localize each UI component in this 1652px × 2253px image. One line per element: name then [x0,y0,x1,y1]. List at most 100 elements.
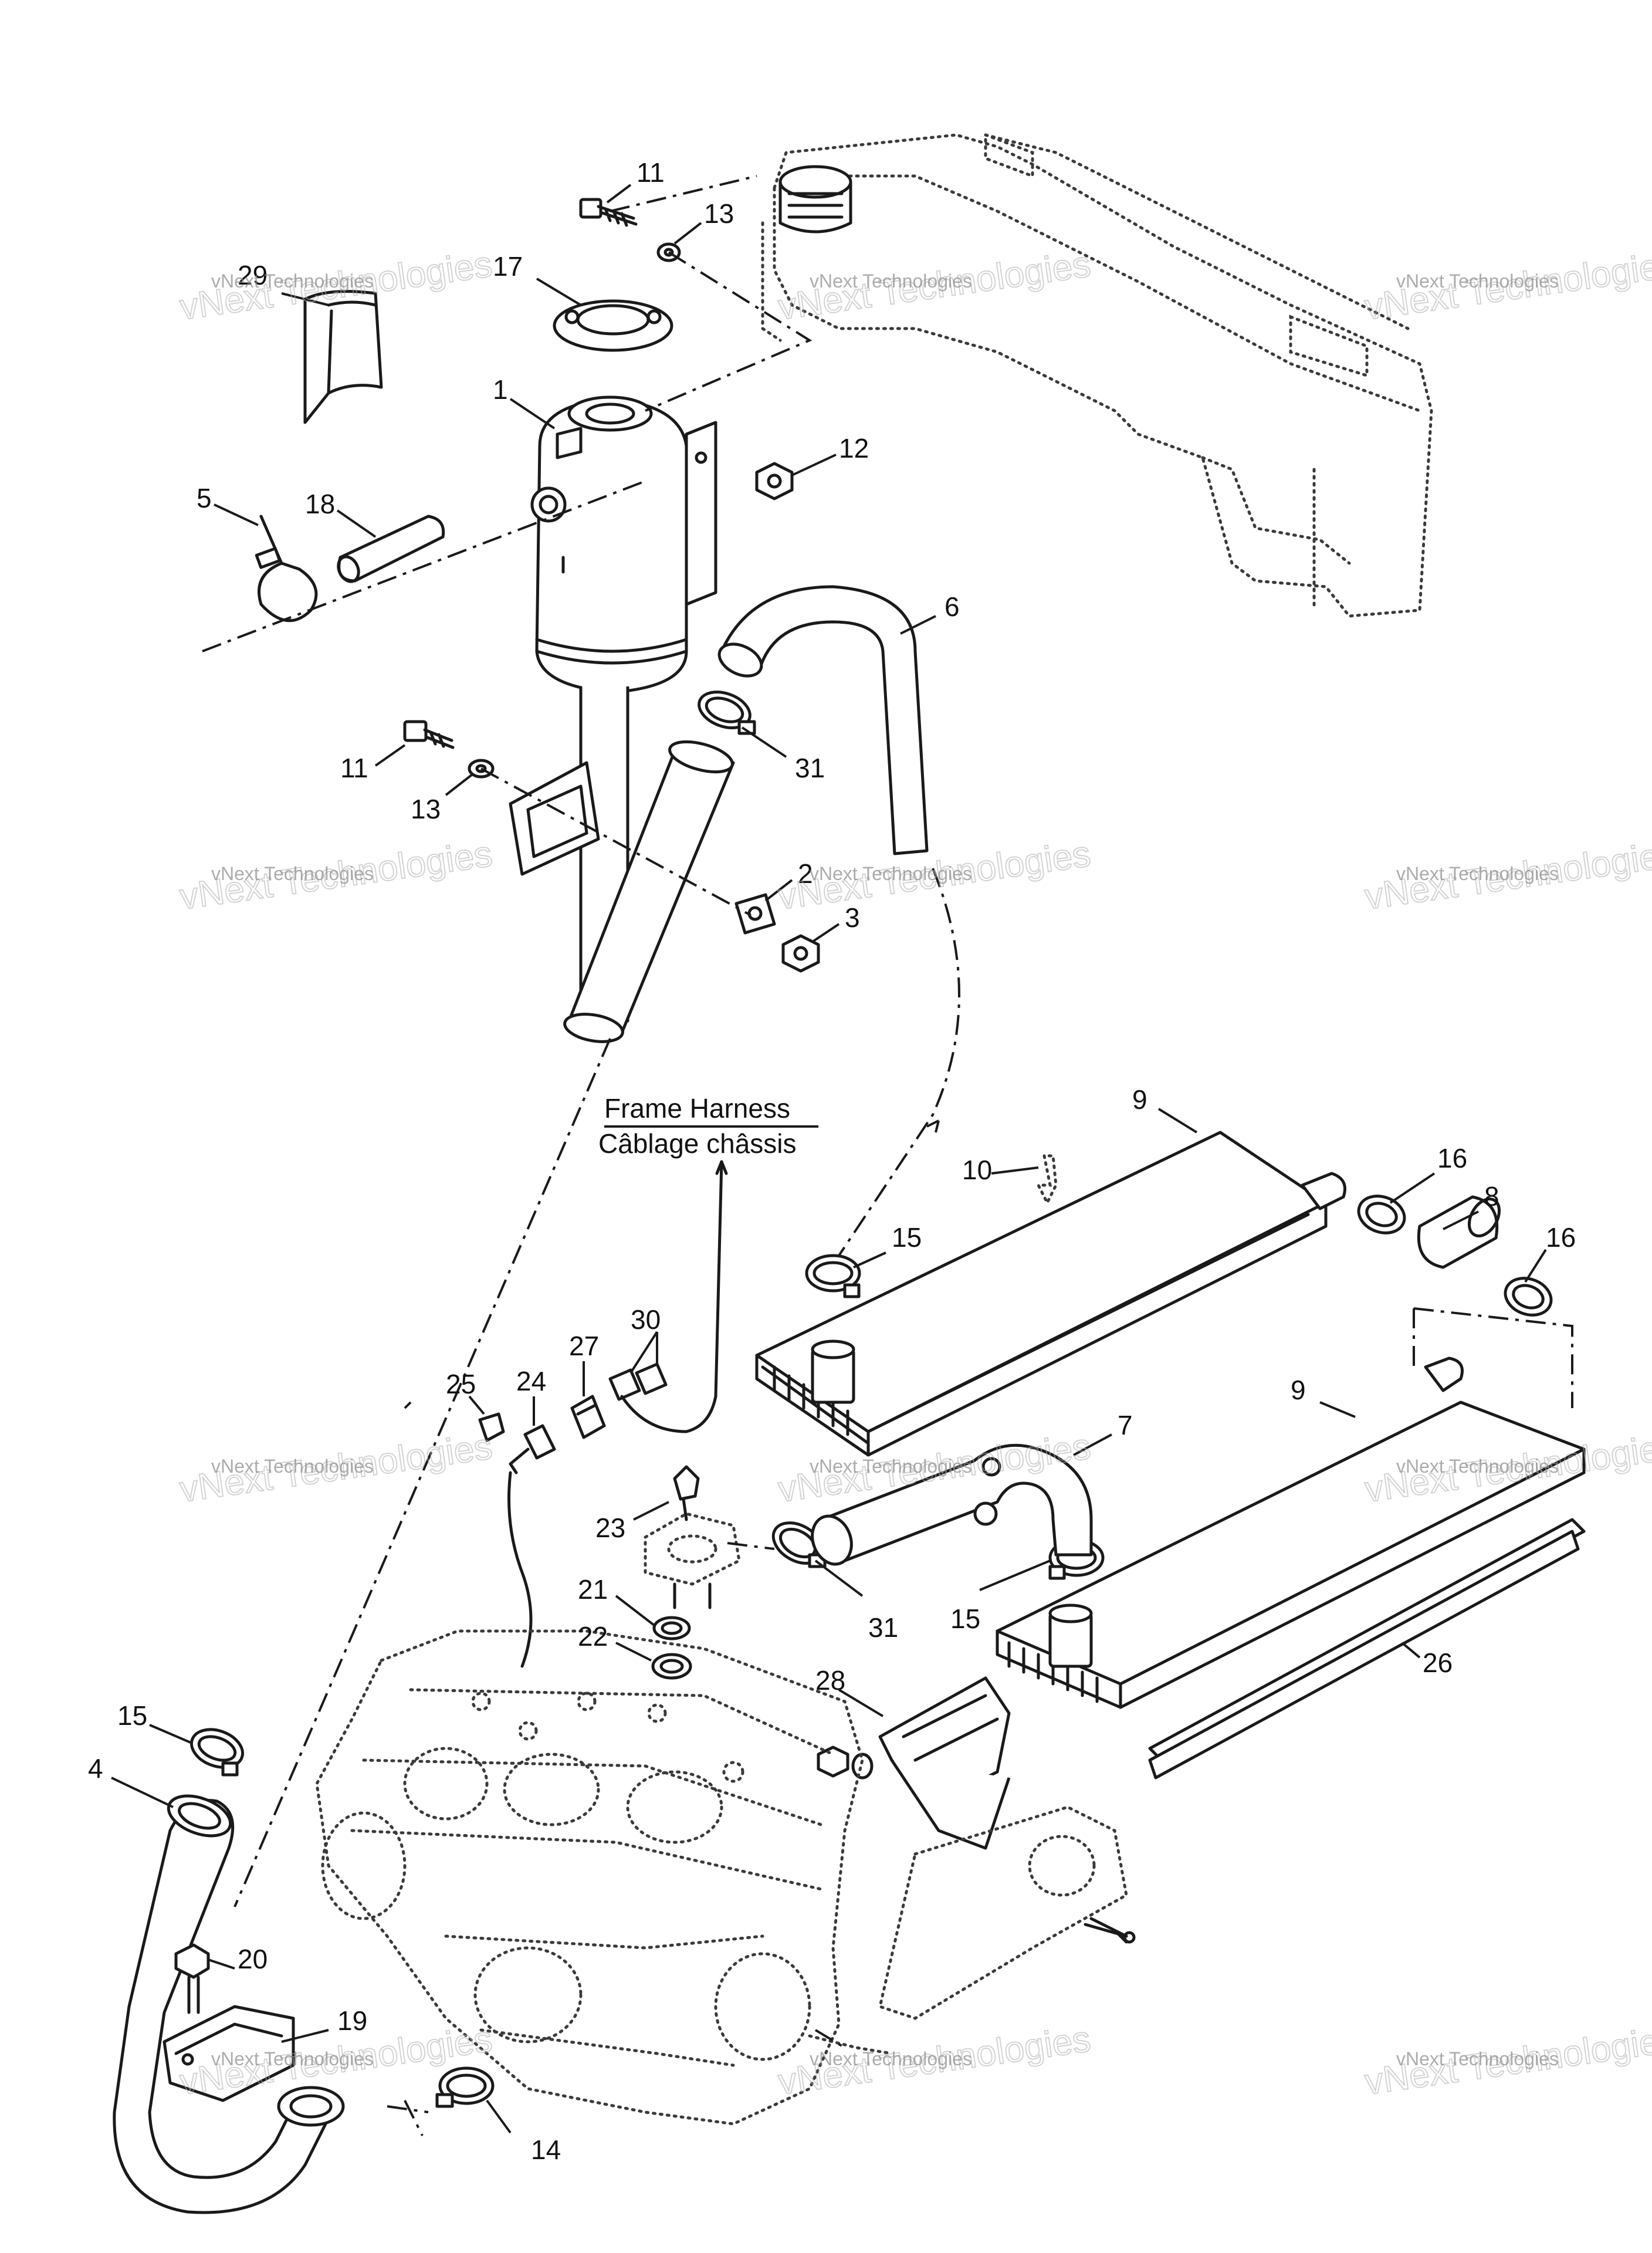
callout-16-lower: 16 [1546,1222,1576,1253]
callout-13-top: 13 [704,198,734,229]
callout-15-left: 15 [117,1700,147,1731]
callout-25: 25 [446,1369,476,1399]
bracket-28 [878,1676,1011,1850]
callout-26: 26 [1423,1648,1453,1678]
callout-1: 1 [493,374,508,405]
cap-25 [478,1412,505,1442]
hardware-bolt-right [1084,1923,1136,1944]
nut-12 [755,462,794,500]
watermark-1s: vNext Technologies [211,270,374,292]
bracket-19 [163,2005,295,2102]
nut-washer-left [817,1745,874,1780]
leader-lines [111,184,1547,2134]
sensor-wire [507,1471,533,1668]
hose-8 [1417,1195,1501,1269]
callout-2: 2 [798,858,813,889]
clamp-16-upper [1357,1195,1406,1234]
callout-24: 24 [516,1366,546,1396]
lower-hose-4 [113,1794,345,2214]
clamp-15-upper [805,1254,861,1298]
callout-13-lower: 13 [411,794,441,824]
watermark-5s: vNext Technologies [810,863,972,884]
watermarks: vNext Technologies vNext Technologies vN… [177,243,1652,2103]
callout-3: 3 [845,902,860,933]
connector-30 [608,1160,728,1433]
watermark-10s: vNext Technologies [211,2048,374,2069]
callout-30: 30 [631,1304,661,1335]
watermark-2s: vNext Technologies [810,270,972,292]
arrow-10 [1035,1154,1058,1206]
clamp-31-upper [698,691,756,735]
callout-7: 7 [1118,1410,1133,1440]
upper-hose-6 [717,585,929,855]
exchanger-link-box [1413,1307,1573,1408]
clamp-14 [435,2066,495,2108]
callout-11-top: 11 [637,157,665,188]
callout-11-lower: 11 [340,753,368,783]
callout-9-upper: 9 [1132,1084,1147,1115]
callout-18: 18 [305,489,335,519]
thermostat-housing [644,1465,741,1609]
heat-exchanger-9-lower [996,1356,1586,1709]
connector-27 [570,1395,606,1439]
callout-17: 17 [493,251,523,282]
callout-16-upper: 16 [1437,1143,1467,1173]
pressure-cap-17 [553,299,673,352]
watermark-9s: vNext Technologies [1396,1456,1559,1477]
callout-9-lower: 9 [1291,1375,1306,1405]
watermark-12s: vNext Technologies [1396,2048,1559,2069]
callout-12: 12 [839,433,869,464]
callout-15-upper: 15 [892,1222,922,1253]
watermark-3s: vNext Technologies [1396,270,1559,292]
bolt-11-lower [403,720,455,749]
clamp-16-lower [1504,1277,1553,1317]
frame-chassis [761,133,1433,618]
watermark-7s: vNext Technologies [211,1456,374,1477]
plate-2 [734,893,776,935]
callout-29: 29 [238,260,268,290]
callout-27: 27 [569,1331,599,1361]
bolt-20 [174,1943,210,2014]
strip-26 [1148,1518,1586,1780]
callout-5: 5 [197,483,212,513]
thermostat-22 [651,1653,692,1680]
callout-28: 28 [815,1665,845,1696]
callout-14: 14 [531,2134,561,2165]
clamp-15-left [189,1728,245,1777]
watermark-11s: vNext Technologies [810,2048,972,2069]
engine [315,1629,893,2126]
bracket-strap-29 [303,290,383,424]
assembly-lines [202,175,960,2136]
callout-23: 23 [595,1513,625,1543]
callout-15-middle: 15 [950,1604,980,1634]
callout-8: 8 [1484,1181,1499,1212]
frame-harness-label: Frame Harness Câblage châssis [598,1093,818,1159]
callout-22: 22 [578,1621,608,1652]
heat-exchanger-9-upper [755,1131,1346,1457]
gasket-21 [652,1616,691,1640]
callout-19: 19 [337,2005,367,2036]
sleeve-18 [337,515,445,583]
callout-4: 4 [88,1753,103,1784]
bolt-11-top [579,198,638,227]
watermark-8s: vNext Technologies [810,1456,972,1477]
coolant-reservoir-1 [509,395,717,1023]
callout-31-lower: 31 [868,1612,898,1643]
frame-harness-fr: Câblage châssis [598,1128,797,1159]
callout-10: 10 [962,1155,992,1185]
callout-21: 21 [578,1574,608,1605]
watermark-6s: vNext Technologies [1396,863,1559,884]
sensor-24 [509,1424,556,1474]
cable-tie-5 [255,515,318,623]
elbow-hose-7 [811,1443,1093,1566]
callouts: 11 13 17 29 1 12 5 18 6 31 11 13 2 3 9 1… [88,157,1576,2165]
callout-6: 6 [945,591,960,622]
mount-plate [878,1805,1128,2020]
nut-3 [781,934,820,973]
callout-20: 20 [238,1944,268,1974]
outlet-pipe [563,740,735,1043]
watermark-4s: vNext Technologies [211,863,374,884]
callout-31-upper: 31 [795,753,825,783]
frame-harness-en: Frame Harness [604,1093,790,1124]
